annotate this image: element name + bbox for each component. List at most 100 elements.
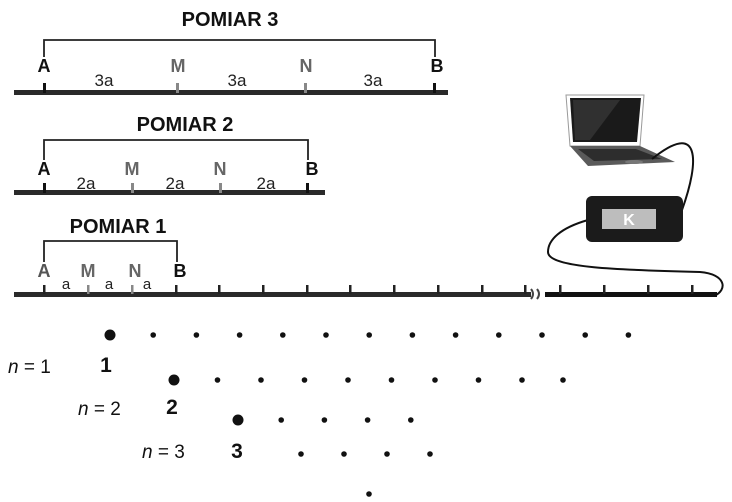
measurement-point [560,377,566,383]
laptop-cable [651,142,695,211]
electrode-a-label: A [38,159,51,179]
level-label-1: n = 1 [8,357,51,378]
measurement-point [258,377,264,383]
electrode-a-tick [43,183,46,193]
electrode-n-tick [304,83,307,93]
break-icon [530,288,540,300]
level-label-2: n = 2 [78,399,121,420]
measurement-point [408,417,414,423]
spacing-label: 3a [95,71,114,90]
measurement-point [278,417,285,423]
level-labels: n = 1 n = 2 n = 3 1 2 3 [8,354,243,463]
spacing-label: 2a [77,174,96,193]
measurement-point [432,377,438,383]
spacing-label: a [105,276,114,293]
electrode-m-label: M [81,261,96,281]
measurement-point [341,451,347,457]
laptop-keyboard [578,149,662,161]
electrode-m-tick [131,183,134,193]
spacing-label: 2a [257,174,276,193]
spacing-label: 3a [364,71,383,90]
measurement-point [539,332,545,338]
electrode-b-label: B [431,56,444,76]
measurement-point [298,451,304,457]
cable-tick [647,285,650,294]
electrode-n-label: N [300,56,313,76]
cable-tick [524,285,527,294]
measurement-point [582,332,588,338]
cable-tick [603,285,606,294]
measurement-point [366,491,372,497]
measurement-3-bracket [43,39,436,57]
measurement-1: POMIAR 1 A M N B a a a [38,216,187,293]
measurement-point [301,377,308,383]
measurement-point [384,451,390,457]
electrode-m-label: M [125,159,140,179]
measurement-point [321,417,328,423]
level-start-point [168,374,180,386]
measurement-1-bracket [43,240,178,262]
electrode-b-label: B [306,159,319,179]
measurement-2-bracket [43,139,309,160]
measurement-2-line [14,190,325,195]
pseudosection [104,329,632,497]
measurement-2-title: POMIAR 2 [137,114,234,136]
electrode-a-tick [43,83,46,93]
cable-tick [87,285,90,294]
device-box: K [586,196,683,242]
device-label: K [623,212,635,229]
cable-tick [218,285,221,294]
measurement-point [427,451,433,457]
measurement-point [409,332,416,338]
cable-ticks [43,285,694,294]
measurement-point [193,332,200,338]
cable-tick [481,285,484,294]
cable-tick [175,285,178,294]
electrode-b-label: B [174,261,187,281]
cable-tick [691,285,694,294]
measurement-point [452,332,459,338]
measurement-point [475,377,482,383]
measurement-point [519,377,525,383]
cable-tick [306,285,309,294]
spacing-label: a [143,276,152,293]
measurement-point [364,417,371,423]
laptop-trackpad [625,160,643,164]
measurement-point [280,332,286,338]
cable-tick [43,285,46,294]
cable-tick [131,285,134,294]
measurement-2: POMIAR 2 A M N B 2a 2a 2a [14,114,325,195]
electrode-b-tick [306,183,309,193]
measurement-3-title: POMIAR 3 [182,9,279,31]
cable-line-left [14,292,531,297]
measurement-1-title: POMIAR 1 [70,216,167,238]
measurement-point [496,332,502,338]
measurement-point [345,377,351,383]
electrode-n-label: N [214,159,227,179]
measurement-point [323,332,329,338]
spacing-label: 3a [228,71,247,90]
measurement-point [214,377,221,383]
electrode-m-label: M [171,56,186,76]
level-number-1: 1 [100,354,112,377]
laptop-screen-glare [573,100,620,140]
device-display [602,209,656,229]
measurement-point [388,377,395,383]
device-cable [546,219,724,297]
spacing-label: a [62,276,71,293]
cable-tick [262,285,265,294]
measurement-3-line [14,90,448,95]
laptop-icon [565,94,675,166]
electrode-cable [14,285,717,300]
level-number-2: 2 [166,396,178,419]
spacing-label: 2a [166,174,185,193]
electrode-a-label: A [38,56,51,76]
cable-tick [349,285,352,294]
level-number-3: 3 [231,440,243,463]
measurement-point [150,332,156,338]
electrode-a-label: A [38,261,51,281]
level-start-point [104,329,116,341]
cable-tick [437,285,440,294]
